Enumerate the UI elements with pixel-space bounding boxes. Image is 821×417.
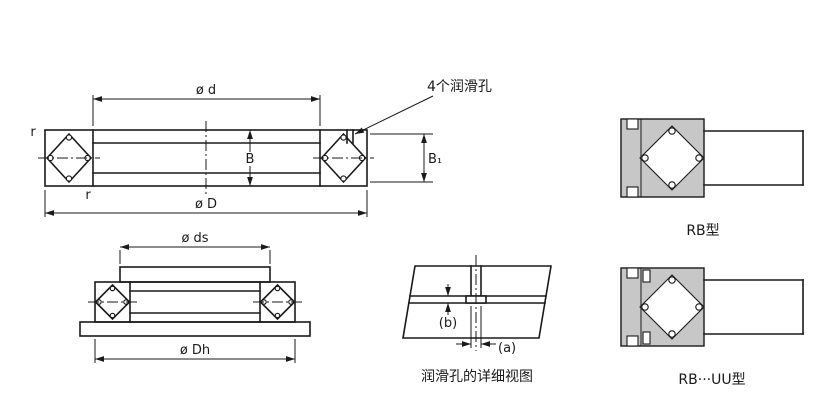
dim-label-shaft-shoulder: ø ds [181, 231, 208, 246]
rb-type-panel: RB型 [620, 118, 804, 239]
spacer-dots [641, 127, 703, 189]
dim-label-outer-ring-width: B₁ [428, 152, 442, 167]
lube-holes-label: 4个润滑孔 [427, 78, 492, 95]
fillet-label-bottom: r [85, 188, 91, 203]
centerlines [38, 121, 374, 195]
dimension-width-B: B [246, 130, 255, 186]
rb-type-label: RB型 [686, 223, 719, 239]
mounting-hole-notch [626, 186, 639, 198]
ring-extension-lines [703, 279, 804, 335]
dimension-housing-shoulder: ø Dh [94, 339, 296, 363]
dim-label-inner-diameter: ø d [196, 83, 216, 98]
left-roller-section [94, 283, 131, 321]
fillet-label-top: r [30, 125, 36, 140]
dimension-b: (b) [439, 284, 457, 331]
seal-section [642, 331, 651, 345]
spacer-dots [641, 276, 703, 338]
seal-section [642, 269, 651, 283]
leader-line [354, 95, 434, 135]
crossed-roller-diamond [639, 274, 705, 340]
mounting-section-view: ø ds ø Dh [79, 231, 311, 363]
lube-hole-detail-view: (b) (a) 润滑孔的详细视图 [402, 255, 552, 385]
mounting-hole-notch [626, 267, 639, 279]
main-section-view: ø d ø D B B₁ r r 4个润滑孔 [30, 78, 492, 217]
dim-label-b: (b) [439, 316, 457, 331]
dimension-outer-diameter: ø D [44, 190, 368, 217]
rb-uu-type-panel: RB···UU型 [620, 267, 804, 388]
dim-label-width: B [246, 152, 255, 167]
dimension-shaft-shoulder: ø ds [119, 231, 271, 264]
housing-shoulder [79, 321, 311, 337]
shaft-shoulder [119, 266, 271, 283]
crossed-roller-diamond [639, 125, 705, 191]
dim-label-a: (a) [498, 341, 516, 356]
dimension-a: (a) [456, 306, 516, 356]
mounting-hole-notch [626, 118, 639, 130]
dim-label-housing-shoulder: ø Dh [180, 343, 210, 358]
dimension-inner-diameter: ø d [92, 83, 321, 126]
ring-extension-lines [703, 130, 804, 186]
dim-label-outer-diameter: ø D [195, 197, 217, 212]
detail-plate [402, 265, 552, 339]
dimension-width-B1: B₁ [370, 133, 442, 183]
rb-uu-type-label: RB···UU型 [678, 372, 745, 388]
mounting-hole-notch [626, 335, 639, 347]
lube-holes-annotation: 4个润滑孔 [354, 78, 492, 135]
detail-view-caption: 润滑孔的详细视图 [421, 368, 533, 385]
